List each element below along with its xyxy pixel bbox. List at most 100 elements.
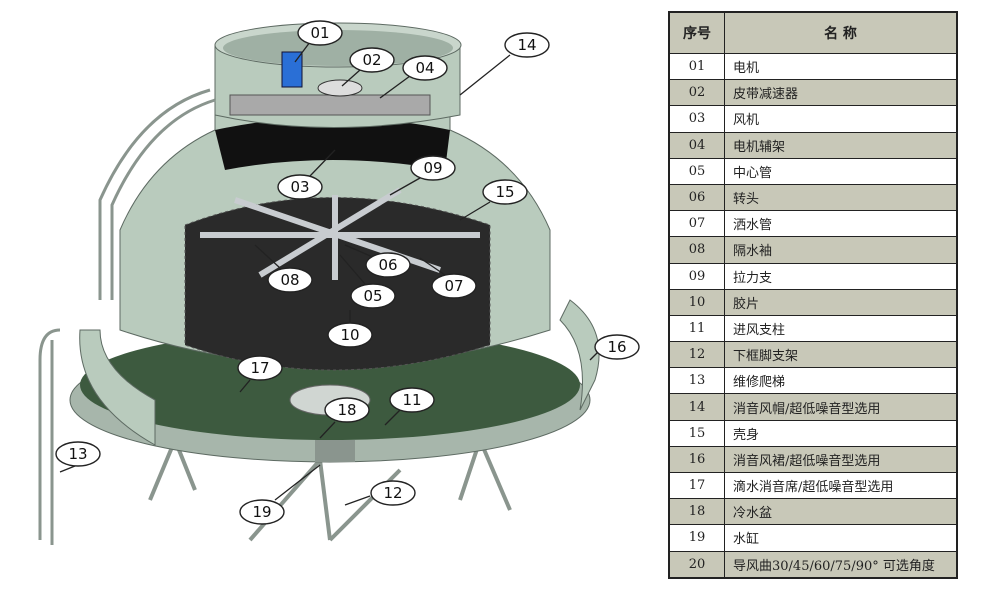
callout-12: 12 [370, 480, 416, 506]
part-name: 皮带减速器 [724, 79, 958, 107]
part-number: 16 [668, 445, 725, 474]
svg-text:10: 10 [340, 326, 359, 344]
part-number: 15 [668, 419, 725, 447]
part-number: 02 [668, 79, 725, 107]
part-number: 17 [668, 471, 725, 500]
callout-06: 06 [365, 252, 411, 278]
part-name: 壳身 [724, 419, 958, 447]
svg-text:17: 17 [250, 359, 269, 377]
part-name: 风机 [724, 105, 958, 133]
svg-text:05: 05 [363, 287, 382, 305]
part-name: 维修爬梯 [724, 367, 958, 395]
svg-text:09: 09 [423, 159, 442, 177]
part-name: 导风曲30/45/60/75/90° 可选角度 [724, 550, 958, 579]
callout-07: 07 [431, 273, 477, 299]
callout-17: 17 [237, 355, 283, 381]
svg-text:15: 15 [495, 183, 514, 201]
callout-04: 04 [402, 55, 448, 81]
callout-19: 19 [239, 499, 285, 525]
svg-text:12: 12 [383, 484, 402, 502]
part-number: 05 [668, 157, 725, 185]
part-number: 03 [668, 105, 725, 133]
part-name: 胶片 [724, 288, 958, 316]
header-no: 序号 [668, 11, 725, 54]
part-number: 12 [668, 341, 725, 369]
svg-text:06: 06 [378, 256, 397, 274]
callout-02: 02 [349, 47, 395, 73]
callout-16: 16 [594, 334, 640, 360]
part-name: 中心管 [724, 157, 958, 185]
part-name: 水缸 [724, 524, 958, 552]
callouts: 01 02 03 04 05 06 07 08 09 10 11 12 13 1… [55, 20, 640, 525]
part-number: 08 [668, 236, 725, 264]
part-name: 电机 [724, 52, 958, 81]
svg-text:03: 03 [290, 178, 309, 196]
part-number: 07 [668, 210, 725, 238]
part-name: 进风支柱 [724, 314, 958, 343]
svg-text:16: 16 [607, 338, 626, 356]
callout-01: 01 [297, 20, 343, 46]
callout-18: 18 [324, 397, 370, 423]
part-number: 11 [668, 314, 725, 343]
table-header: 序号 名 称 [668, 11, 958, 54]
part-name: 转头 [724, 183, 958, 212]
callout-11: 11 [389, 387, 435, 413]
callout-13: 13 [55, 441, 101, 467]
svg-text:02: 02 [362, 51, 381, 69]
callout-14: 14 [504, 32, 550, 58]
part-name: 下框脚支架 [724, 341, 958, 369]
header-name: 名 称 [724, 11, 958, 54]
svg-text:07: 07 [444, 277, 463, 295]
part-number: 09 [668, 262, 725, 290]
part-name: 消音风帽/超低噪音型选用 [724, 393, 958, 421]
part-name: 消音风裙/超低噪音型选用 [724, 445, 958, 474]
svg-text:11: 11 [402, 391, 421, 409]
svg-text:18: 18 [337, 401, 356, 419]
svg-text:13: 13 [68, 445, 87, 463]
part-name: 冷水盆 [724, 498, 958, 526]
part-number: 06 [668, 183, 725, 212]
part-number: 04 [668, 131, 725, 159]
callout-05: 05 [350, 283, 396, 309]
part-name: 电机辅架 [724, 131, 958, 159]
svg-text:04: 04 [415, 59, 434, 77]
callout-03: 03 [277, 174, 323, 200]
part-number: 01 [668, 52, 725, 81]
part-name: 拉力支 [724, 262, 958, 290]
callout-10: 10 [327, 322, 373, 348]
part-number: 18 [668, 498, 725, 526]
svg-text:01: 01 [310, 24, 329, 42]
part-number: 10 [668, 288, 725, 316]
part-number: 19 [668, 524, 725, 552]
callout-15: 15 [482, 179, 528, 205]
part-name: 滴水消音席/超低噪音型选用 [724, 471, 958, 500]
part-number: 13 [668, 367, 725, 395]
tower-illustration [38, 22, 600, 545]
part-name: 隔水袖 [724, 236, 958, 264]
callout-09: 09 [410, 155, 456, 181]
part-number: 20 [668, 550, 725, 579]
part-number: 14 [668, 393, 725, 421]
callout-08: 08 [267, 267, 313, 293]
cooling-tower-diagram: 01 02 03 04 05 06 07 08 09 10 11 12 13 1… [38, 20, 640, 545]
